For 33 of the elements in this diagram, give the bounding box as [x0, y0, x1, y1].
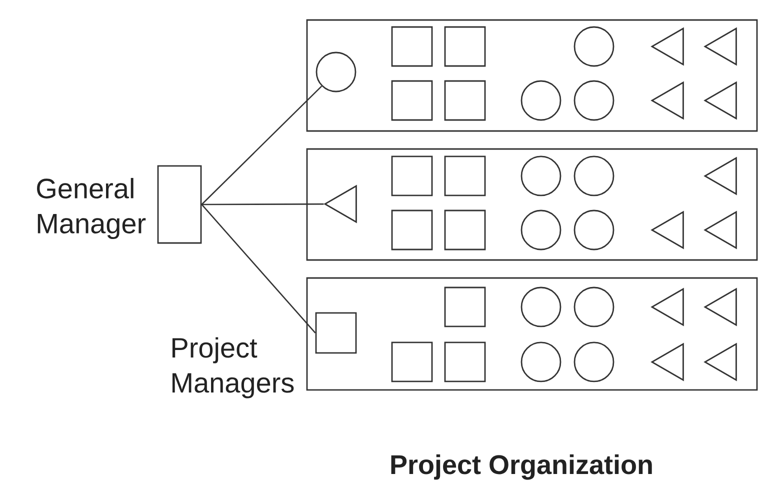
circle-symbol [574, 156, 614, 196]
circle-symbol [520, 286, 562, 328]
square-symbol [444, 210, 486, 250]
square-symbol [444, 156, 486, 196]
circle-symbol [520, 342, 562, 382]
circle-symbol [574, 342, 614, 382]
text-label: Project Managers [172, 337, 294, 398]
square-symbol [391, 80, 433, 121]
connector-line [201, 204, 316, 334]
circle-symbol [574, 286, 614, 328]
square-symbol [444, 342, 486, 382]
square-symbol [444, 26, 486, 67]
circle-symbol [316, 52, 356, 92]
circle-symbol [520, 210, 562, 250]
caption: Project Organization [391, 454, 652, 480]
circle-symbol [574, 80, 614, 121]
connector-line [201, 86, 322, 205]
side-label: General Manager [37, 178, 146, 240]
square-symbol [391, 156, 433, 196]
square-symbol [391, 342, 433, 382]
circle-symbol [520, 156, 562, 196]
square-symbol [444, 80, 486, 121]
connector-line [202, 203, 324, 206]
group-box [306, 19, 758, 132]
square-symbol [391, 210, 433, 250]
circle-symbol [574, 26, 614, 67]
circle-symbol [520, 80, 562, 121]
group-box [306, 277, 758, 391]
square-symbol [391, 26, 433, 67]
circle-symbol [574, 210, 614, 250]
square-symbol [444, 286, 486, 328]
group-box [306, 148, 758, 261]
square-symbol [315, 312, 357, 354]
